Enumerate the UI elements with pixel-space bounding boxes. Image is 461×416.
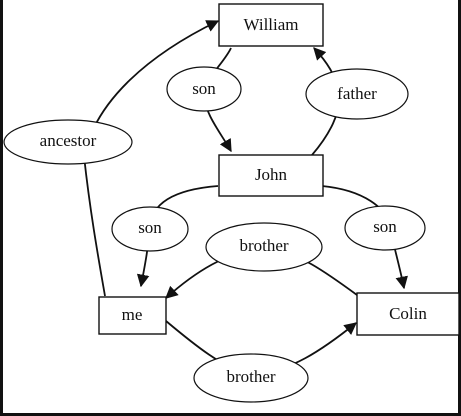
brother-label-me-colin xyxy=(193,353,309,403)
son-label-john-colin xyxy=(344,205,426,251)
william-node xyxy=(218,3,324,47)
left-border xyxy=(0,0,3,416)
john-node xyxy=(218,154,324,197)
son-label-text-john-me: son xyxy=(138,218,162,237)
right-border xyxy=(458,0,461,416)
ancestor-label-me-william xyxy=(3,119,133,165)
person-nodes: William John me Colin xyxy=(98,3,460,336)
father-label-text-john-william: father xyxy=(337,84,377,103)
father-label-john-william xyxy=(305,68,409,120)
son-label-john-me xyxy=(111,206,189,252)
son-label-text-william-john: son xyxy=(192,79,216,98)
relationship-label-ellipses: son father ancestor son son brother brot… xyxy=(3,66,426,403)
son-label-text-john-colin: son xyxy=(373,217,397,236)
william-node-label: William xyxy=(243,15,298,34)
brother-label-text-me-colin: brother xyxy=(226,367,275,386)
john-node-label: John xyxy=(255,165,288,184)
colin-node xyxy=(356,292,460,336)
son-label-william-john xyxy=(166,66,242,112)
ancestor-label-text-me-william: ancestor xyxy=(40,131,97,150)
me-node-label: me xyxy=(122,305,143,324)
brother-label-colin-me xyxy=(205,222,323,272)
brother-label-text-colin-me: brother xyxy=(239,236,288,255)
colin-node-label: Colin xyxy=(389,304,427,323)
bottom-border xyxy=(0,413,461,416)
me-node xyxy=(98,296,167,335)
